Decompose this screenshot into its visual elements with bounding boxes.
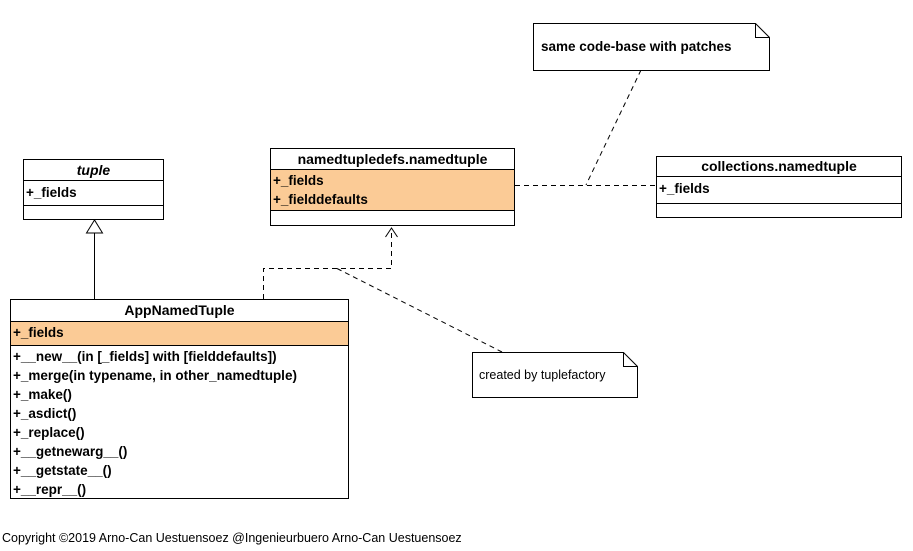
class-tuple-attributes: +_fields	[24, 181, 163, 206]
class-appnamedtuple: AppNamedTuple +_fields +__new__(in [_fie…	[10, 299, 349, 499]
class-namedtupledefs-title: namedtupledefs.namedtuple	[271, 149, 514, 170]
attribute-row: +_fields	[273, 173, 324, 188]
edge-note-factory-anchor	[336, 268, 503, 353]
class-namedtupledefs-attributes: +_fields +_fielddefaults	[271, 170, 514, 211]
class-namedtupledefs-empty-compartment	[271, 211, 514, 225]
note-patches: same code-base with patches	[533, 23, 770, 71]
edge-dependency-appnamedtuple-to-namedtupledefs	[263, 227, 398, 299]
class-tuple: tuple +_fields	[23, 159, 164, 220]
method-row: +_replace()	[13, 425, 85, 440]
class-collections-attributes: +_fields	[657, 177, 901, 204]
edge-note-patches-anchor	[585, 69, 642, 186]
class-tuple-title: tuple	[24, 160, 163, 181]
method-row: +__getnewarg__()	[13, 444, 128, 459]
note-patches-text: same code-base with patches	[541, 39, 732, 54]
class-collections-empty-compartment	[657, 204, 901, 217]
note-factory-text: created by tuplefactory	[479, 368, 606, 382]
class-collections-title: collections.namedtuple	[657, 157, 901, 177]
method-row: +_merge(in typename, in other_namedtuple…	[13, 368, 297, 383]
class-appnamedtuple-methods: +__new__(in [_fields] with [fielddefault…	[11, 346, 348, 498]
attribute-row: +_fields	[13, 325, 64, 340]
class-collections-namedtuple: collections.namedtuple +_fields	[656, 156, 902, 218]
method-row: +__repr__()	[13, 482, 87, 497]
class-appnamedtuple-title: AppNamedTuple	[11, 300, 348, 322]
attribute-row: +_fielddefaults	[273, 192, 368, 207]
class-appnamedtuple-attributes: +_fields	[11, 322, 348, 346]
class-tuple-empty-compartment	[24, 206, 163, 219]
edge-generalization-appnamedtuple-to-tuple	[85, 219, 104, 299]
note-shape	[472, 352, 638, 398]
copyright-text: Copyright ©2019 Arno-Can Uestuensoez @In…	[2, 531, 462, 545]
method-row: +_asdict()	[13, 406, 77, 421]
note-shape	[533, 23, 770, 71]
method-row: +_make()	[13, 387, 72, 402]
attribute-row: +_fields	[659, 181, 710, 196]
method-row: +__new__(in [_fields] with [fielddefault…	[13, 349, 277, 364]
method-row: +__getstate__()	[13, 463, 112, 478]
class-namedtupledefs-namedtuple: namedtupledefs.namedtuple +_fields +_fie…	[270, 148, 515, 226]
attribute-row: +_fields	[26, 185, 77, 200]
note-factory: created by tuplefactory	[472, 352, 638, 398]
